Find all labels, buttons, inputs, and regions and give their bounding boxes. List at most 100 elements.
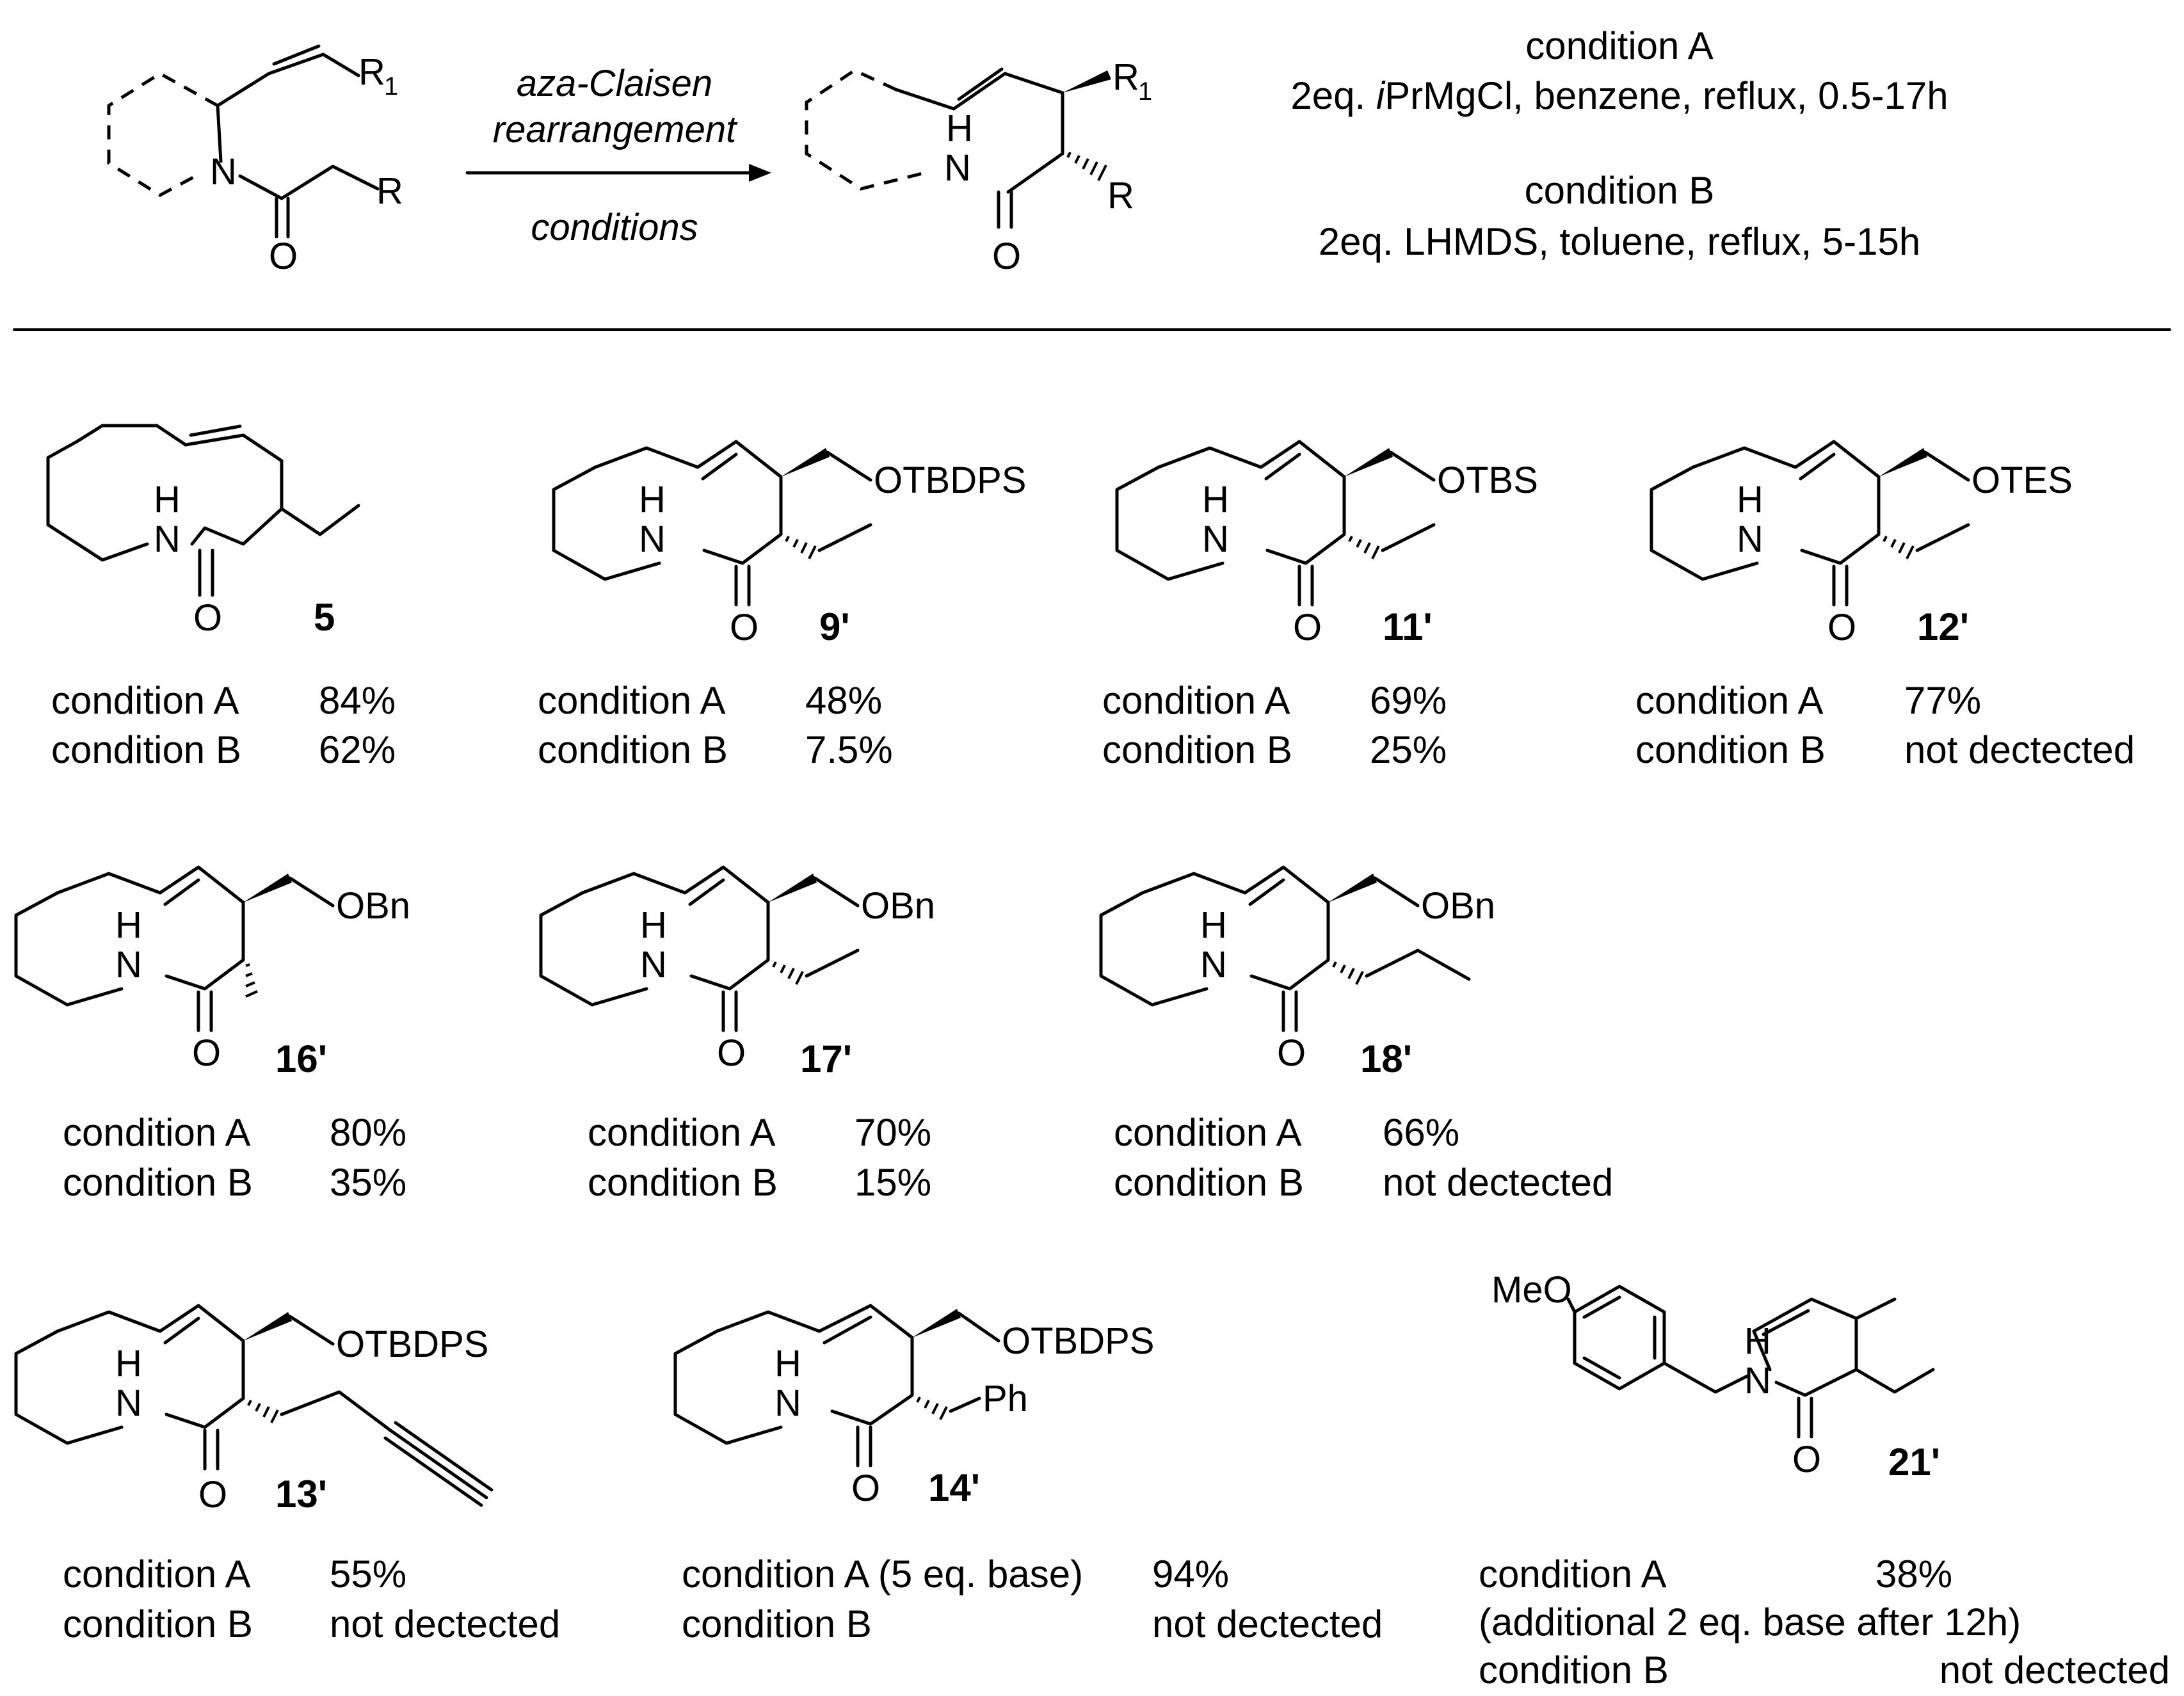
compound-18prime: OBn H N O 18' xyxy=(1099,865,1495,1080)
cond-a-yield: 94% xyxy=(1152,1553,1229,1596)
cond-b-label: condition B xyxy=(1114,1161,1304,1204)
hashed-bond xyxy=(1332,961,1364,985)
substituent-label: MeO xyxy=(1491,1269,1572,1311)
o-label: O xyxy=(717,1032,746,1074)
hashed-bond xyxy=(1883,536,1915,559)
r1-subscript: 1 xyxy=(1138,77,1152,106)
cond-b-yield: not dectected xyxy=(1152,1603,1383,1645)
cond-b-yield: 15% xyxy=(855,1161,931,1204)
o-label: O xyxy=(1792,1439,1821,1480)
condition-b-detail: 2eq. LHMDS, toluene, reflux, 5-15h xyxy=(1319,220,1921,263)
hashed-bond xyxy=(1066,152,1107,181)
cond-b-yield: not dectected xyxy=(1904,728,2135,771)
hashed-bond xyxy=(785,536,817,559)
h-label: H xyxy=(115,904,142,946)
substituent-label: OTBDPS xyxy=(874,460,1027,501)
r1-label: R xyxy=(358,51,385,93)
compound-9prime: OTBDPS H N O 9' xyxy=(552,440,1027,648)
cond-a-label: condition A xyxy=(51,679,239,722)
compound-13prime: OTBDPS H N O 13' xyxy=(14,1304,494,1516)
reaction-arrow: aza-Claisen rearrangement conditions xyxy=(465,63,771,248)
cond-b-yield: not dectected xyxy=(330,1603,560,1645)
cond-b-yield: not dectected xyxy=(1939,1649,2170,1692)
hashed-bond xyxy=(1348,536,1380,559)
r1-label: R xyxy=(1112,56,1139,98)
n-label: N xyxy=(210,151,237,193)
cond-b-yield: 25% xyxy=(1370,728,1447,771)
cond-a-label: condition A xyxy=(1114,1111,1302,1154)
n-label: N xyxy=(1202,518,1229,560)
o-label: O xyxy=(193,597,222,639)
cond-a-label: condition A xyxy=(538,679,726,722)
cond-a-label: condition A xyxy=(588,1111,776,1154)
r1-subscript: 1 xyxy=(384,72,398,100)
h-label: H xyxy=(154,479,181,520)
cond-b-label: condition B xyxy=(1479,1649,1669,1692)
n-label: N xyxy=(1737,518,1763,560)
cond-a-label: condition A xyxy=(1479,1553,1667,1596)
cond-b-label: condition B xyxy=(1635,728,1826,771)
reactant-structure: R 1 N R O xyxy=(107,44,403,277)
ph-label: Ph xyxy=(983,1378,1028,1420)
o-label: O xyxy=(992,236,1021,277)
o-label: O xyxy=(1293,607,1322,648)
product-structure: R 1 H N R O xyxy=(805,56,1152,277)
cond-b-label: condition B xyxy=(682,1603,872,1645)
compound-number: 5 xyxy=(314,596,335,639)
compound-number: 17' xyxy=(800,1037,852,1080)
compound-number: 13' xyxy=(275,1473,327,1516)
compound-16prime: OBn H N O 16' xyxy=(14,865,410,1080)
h-label: H xyxy=(946,108,973,149)
cond-a-yield: 38% xyxy=(1875,1553,1952,1596)
cond-a-label: condition A xyxy=(63,1111,251,1154)
cond-b-yield: 35% xyxy=(330,1161,406,1204)
cond-b-label: condition B xyxy=(538,728,728,771)
r-label: R xyxy=(376,170,403,212)
compound-number: 14' xyxy=(928,1466,980,1509)
substituent-label: OBn xyxy=(861,885,935,927)
cond-a-label: condition A xyxy=(1102,679,1290,722)
compound-17prime: OBn H N O 17' xyxy=(539,865,935,1080)
n-label: N xyxy=(775,1382,801,1424)
substituent-label: OTBS xyxy=(1437,460,1538,501)
compound-21prime: MeO H N O 21' xyxy=(1491,1269,1940,1484)
o-label: O xyxy=(1827,607,1856,648)
n-label: N xyxy=(154,518,181,560)
cond-a-label: condition A xyxy=(63,1553,251,1596)
compound-12prime: OTES H N O 12' xyxy=(1650,440,2073,648)
compound-5: H N O 5 xyxy=(46,424,360,639)
cond-b-label: condition B xyxy=(1102,728,1292,771)
cond-a-yield: 69% xyxy=(1370,679,1447,722)
cond-b-label: condition B xyxy=(63,1161,253,1204)
n-label: N xyxy=(115,1382,142,1424)
cond-b-label: condition B xyxy=(63,1603,253,1645)
o-label: O xyxy=(198,1474,227,1516)
h-label: H xyxy=(1744,1320,1771,1362)
cond-a-yield: 48% xyxy=(805,679,882,722)
cond-a-label: condition A xyxy=(1635,679,1824,722)
h-label: H xyxy=(640,904,667,946)
cond-b-yield: 7.5% xyxy=(805,728,893,771)
hashed-bond xyxy=(247,1400,279,1423)
cond-a-yield: 77% xyxy=(1904,679,1981,722)
compound-number: 9' xyxy=(819,605,850,648)
cond-b-label: condition B xyxy=(588,1161,778,1204)
arrow-label-line2: rearrangement xyxy=(493,109,738,150)
compound-number: 21' xyxy=(1888,1441,1940,1484)
cond-a-yield: 55% xyxy=(330,1553,406,1596)
o-label: O xyxy=(730,607,759,648)
cond-a-yield: 80% xyxy=(330,1111,406,1154)
substituent-label: OTBDPS xyxy=(336,1324,489,1365)
condition-b-title: condition B xyxy=(1525,169,1715,212)
cond-a-yield: 70% xyxy=(855,1111,931,1154)
substituent-label: OTBDPS xyxy=(1002,1320,1155,1362)
hashed-bond xyxy=(772,961,804,985)
hashed-bond xyxy=(916,1396,948,1420)
substituent-label: OBn xyxy=(336,885,410,927)
arrow-label-conditions: conditions xyxy=(531,207,698,248)
cond-b-yield: not dectected xyxy=(1383,1161,1613,1204)
substituent-label: OBn xyxy=(1421,885,1495,927)
cond-a-yield: 84% xyxy=(319,679,396,722)
n-label: N xyxy=(639,518,666,560)
o-label: O xyxy=(1277,1032,1306,1074)
